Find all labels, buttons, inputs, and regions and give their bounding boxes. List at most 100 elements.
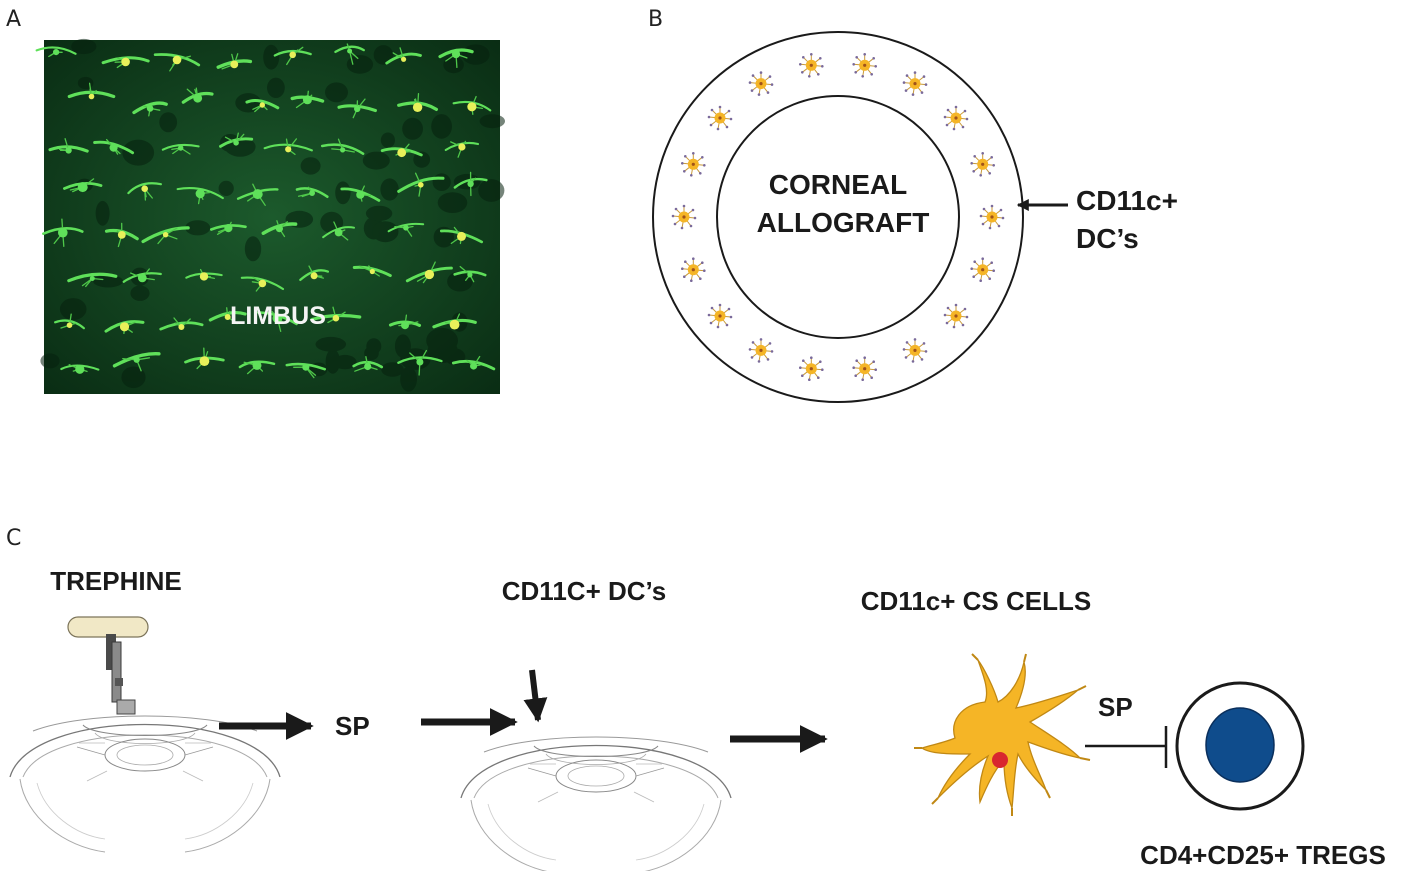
micrograph-cell — [219, 132, 254, 148]
micrograph-dark-spot — [426, 327, 458, 354]
micrograph-cell — [238, 360, 276, 375]
ring-dc-cell — [969, 256, 996, 283]
ring-dc-cell — [851, 52, 878, 79]
micrograph-cell — [320, 138, 365, 155]
micrograph-cell — [337, 98, 377, 119]
micrograph-dark-spot — [130, 285, 150, 301]
cd11c-label: CD11c+ — [1076, 185, 1178, 216]
micrograph-cell — [388, 314, 422, 330]
ring-dc-cell — [680, 151, 707, 178]
micrograph-dark-spot — [267, 77, 285, 99]
micrograph-dark-spot — [413, 151, 431, 168]
micrograph-cell — [387, 222, 425, 237]
micrograph-cell — [176, 187, 224, 205]
micrograph-cell — [54, 313, 85, 330]
micrograph-cell — [112, 352, 161, 372]
micrograph-dark-spot — [263, 44, 280, 70]
ring-dc-cell — [680, 256, 707, 283]
micrograph-dark-spot — [325, 349, 340, 374]
micrograph-cell — [240, 276, 285, 292]
micrograph-cell — [397, 92, 438, 113]
micrograph-cell — [438, 48, 474, 69]
micrograph-dark-spot — [373, 45, 394, 65]
micrograph-dark-spot — [185, 220, 211, 236]
micrograph-dark-spot — [121, 366, 146, 389]
panel-a-letter: A — [6, 7, 21, 32]
allograft-label: ALLOGRAFT — [757, 207, 930, 238]
micrograph-cell — [153, 53, 201, 72]
corneal-allograft-circle — [716, 95, 960, 339]
micrograph-cell — [161, 143, 200, 155]
micrograph-cell — [216, 53, 253, 70]
micrograph-dark-spot — [461, 44, 490, 65]
micrograph-cell — [48, 138, 89, 154]
micrograph-dark-spot — [380, 178, 399, 201]
micrograph-cell — [273, 46, 312, 66]
micrograph-cell — [181, 87, 214, 104]
micrograph-dark-spot — [244, 236, 262, 262]
micrograph-dark-spot — [300, 157, 321, 175]
micrograph-dark-spot — [159, 112, 178, 133]
micrograph-cell — [122, 268, 162, 283]
micrograph-dark-spot — [218, 180, 234, 196]
micrograph-dark-spot — [315, 336, 347, 352]
micrograph-cell — [35, 46, 77, 58]
micrograph-dark-spot — [95, 200, 110, 226]
micrograph-dark-spot — [59, 298, 87, 321]
trephine-label: TREPHINE — [50, 566, 181, 596]
sp-label-1: SP — [335, 711, 370, 741]
micrograph-cell — [452, 95, 492, 115]
micrograph-dark-spot — [364, 346, 379, 361]
limbus-micrograph — [35, 38, 505, 394]
micrograph-cell — [141, 226, 190, 245]
panel-b-letter: B — [648, 7, 663, 32]
micrograph-dark-spot — [443, 56, 464, 74]
micrograph-cell — [104, 222, 139, 248]
ring-dc-cell — [969, 151, 996, 178]
micrograph-dark-spot — [380, 132, 395, 148]
micrograph-dark-spot — [40, 353, 60, 369]
micrograph-cell — [439, 226, 484, 245]
micrograph-cell — [263, 138, 313, 156]
micrograph-cell — [385, 47, 422, 65]
ring-dc-cell — [798, 52, 825, 79]
micrograph-dark-spot — [362, 151, 390, 170]
micrograph-cell — [453, 265, 487, 283]
micrograph-cell — [93, 138, 135, 155]
micrograph-dendritic-cells — [35, 43, 496, 379]
micrograph-cell — [352, 265, 392, 278]
micrograph-cell — [63, 178, 103, 193]
limbus-label: LIMBUS — [230, 302, 326, 330]
micrograph-cell — [352, 356, 384, 372]
micrograph-dark-spot — [400, 366, 417, 392]
micrograph-cell — [67, 272, 118, 288]
micrograph-cell — [397, 349, 443, 376]
ring-dc-cell — [748, 337, 774, 364]
micrograph-cell — [132, 101, 168, 117]
micrograph-cell — [101, 56, 150, 69]
limbal-ring-outer — [652, 31, 1024, 403]
ring-dc-cell — [979, 204, 1005, 230]
micrograph-cell — [42, 218, 84, 247]
cs-dendritic-cell — [914, 653, 1091, 816]
micrograph-cell — [245, 99, 280, 113]
micrograph-cell — [67, 82, 116, 100]
micrograph-cell — [236, 183, 279, 206]
micrograph-cell — [432, 313, 477, 330]
micrograph-cell — [159, 317, 204, 331]
micrograph-cell — [104, 320, 145, 335]
micrograph-dark-spot — [346, 55, 374, 74]
micrograph-cell — [299, 265, 330, 282]
micrograph-cell — [290, 90, 325, 109]
sp-label-2: SP — [1098, 692, 1133, 722]
micrograph-cell — [380, 143, 423, 158]
micrograph-cell — [334, 43, 365, 65]
micrograph-dark-spot — [479, 114, 505, 129]
micrograph-cell — [261, 220, 298, 238]
micrograph-cell — [185, 268, 223, 281]
micrograph-cell — [295, 186, 329, 198]
ring-dc-cell — [902, 70, 928, 97]
treg-cell — [1175, 681, 1305, 811]
micrograph-dark-spot — [402, 117, 423, 140]
